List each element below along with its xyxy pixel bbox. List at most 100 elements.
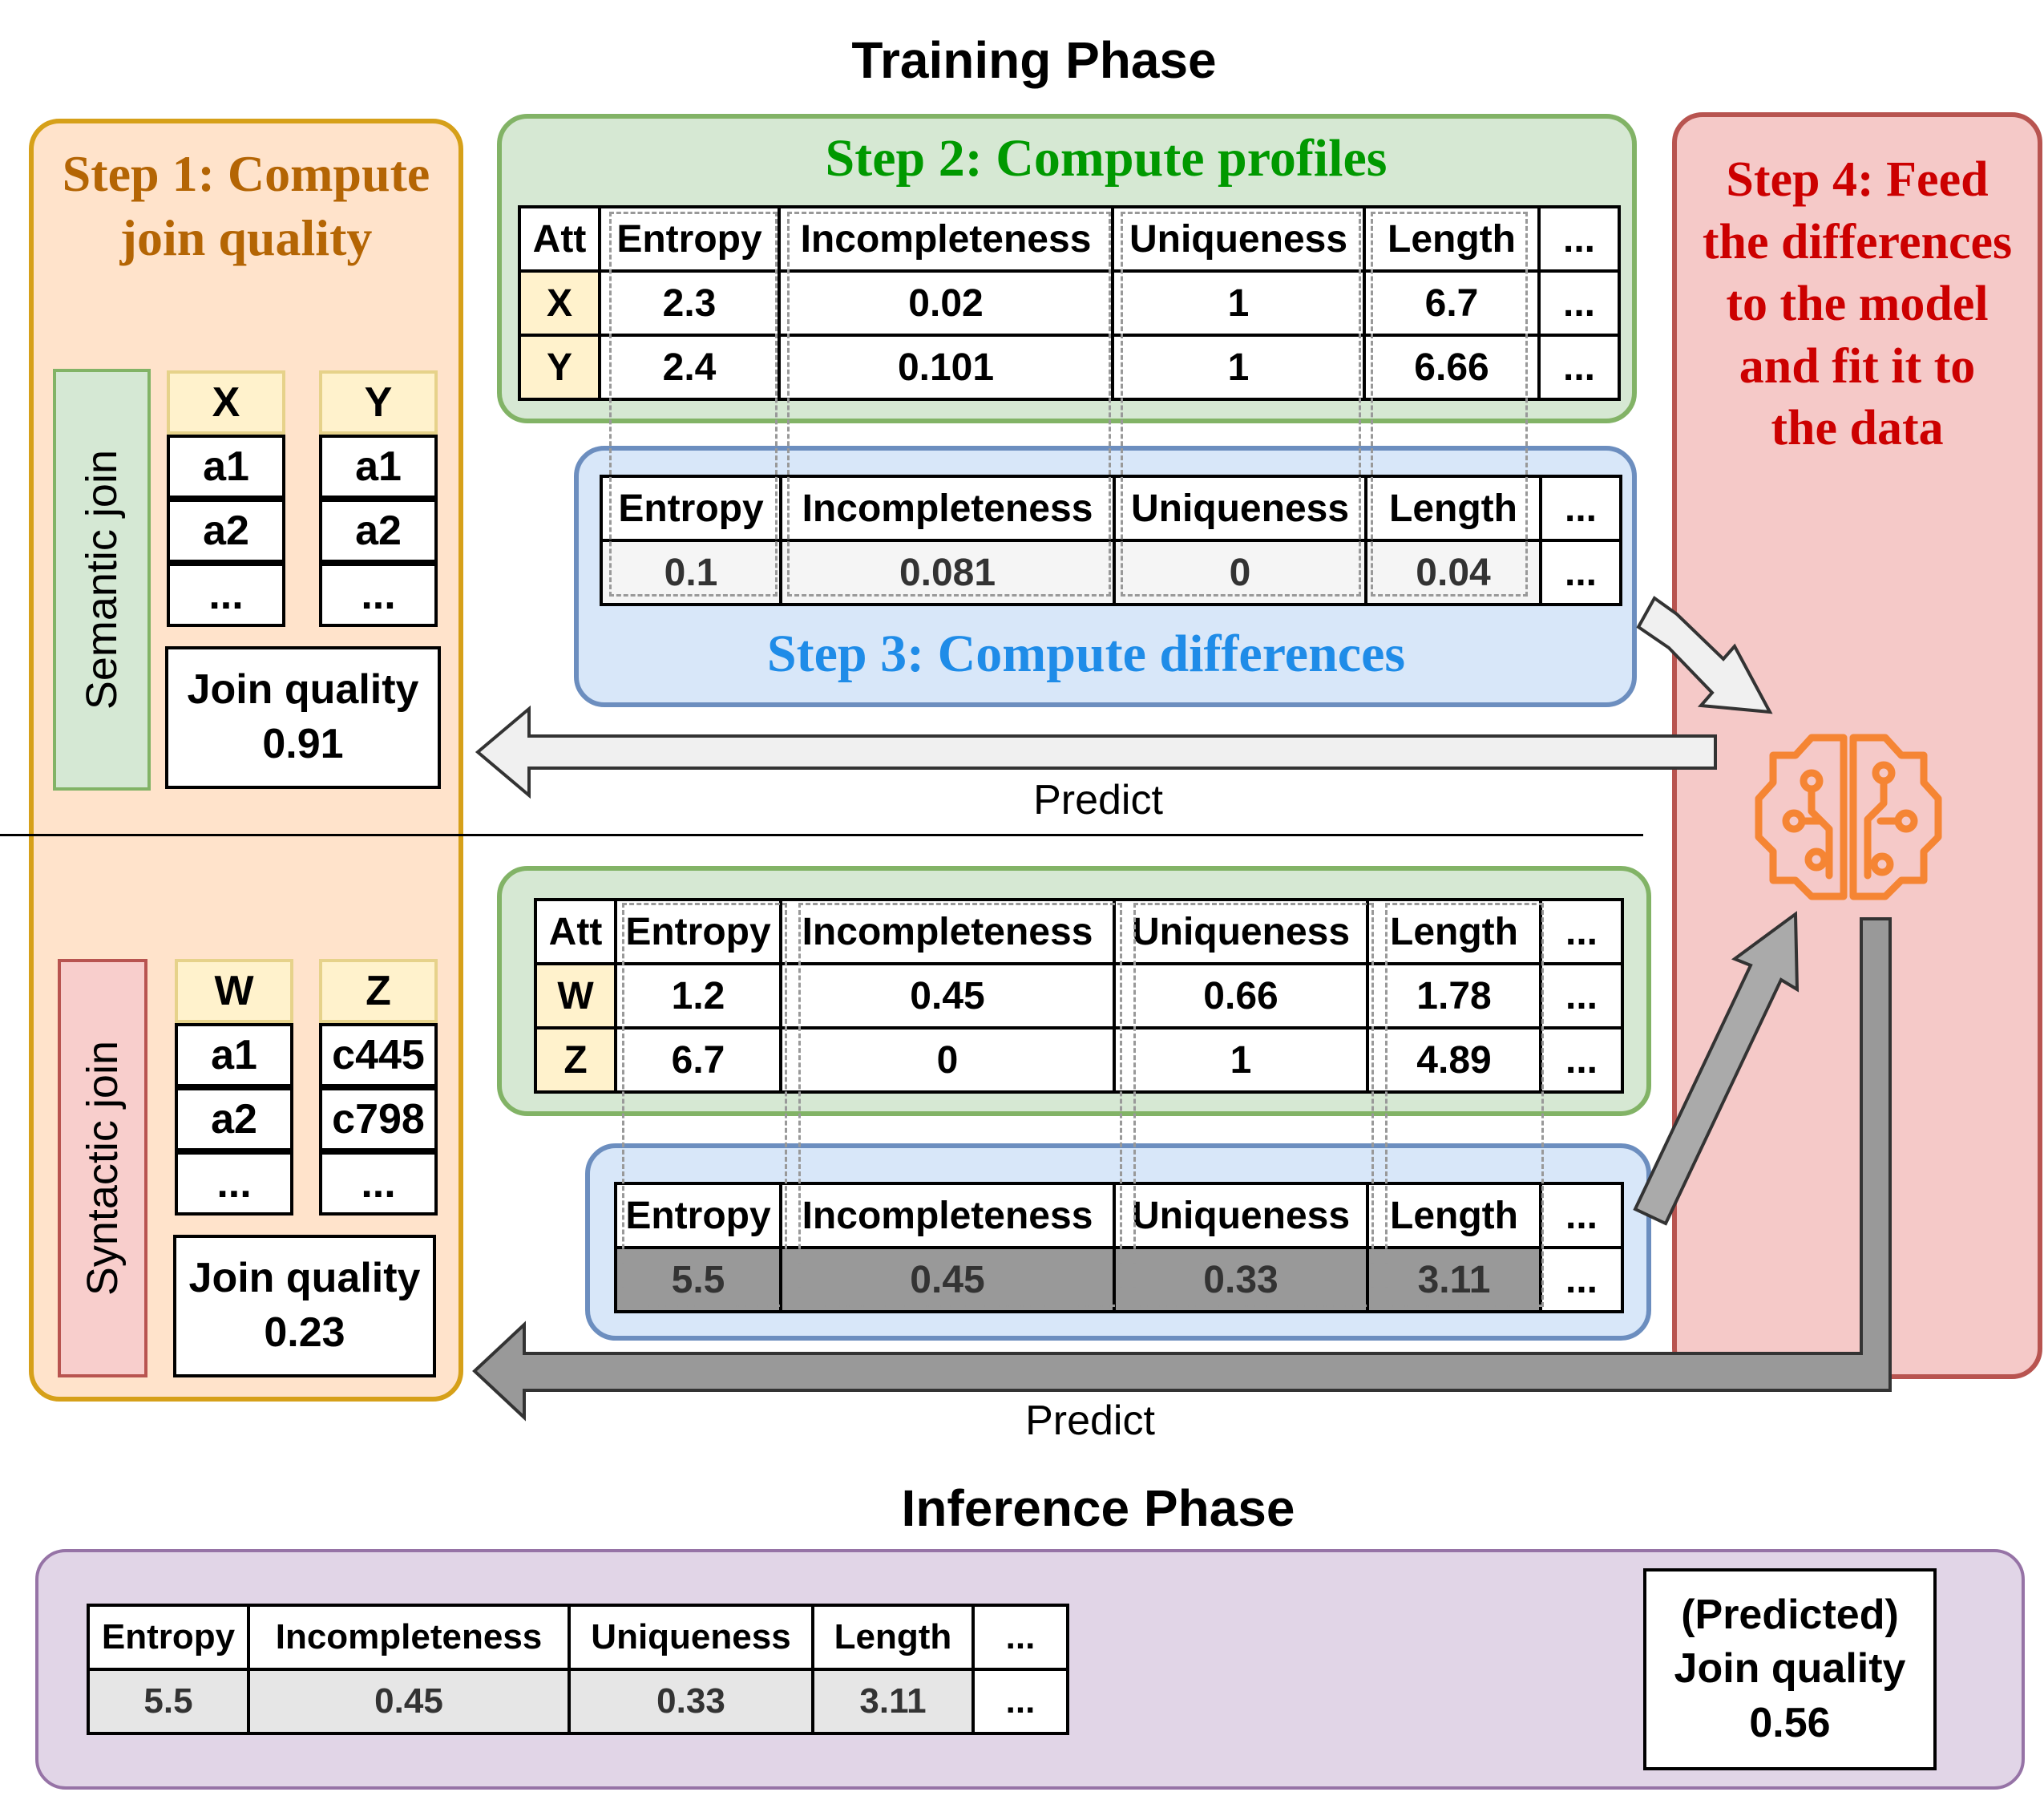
header-length: Length	[811, 1604, 975, 1671]
diff-value-cell: ...	[1539, 1246, 1624, 1313]
att-cell: Z	[534, 1026, 617, 1094]
col-w-row: a2	[175, 1087, 293, 1151]
syntactic-join-label: Syntactic join	[58, 959, 147, 1377]
att-cell: Y	[518, 334, 601, 401]
value-cell: 6.7	[1363, 269, 1541, 337]
semantic-join-label: Semantic join	[53, 369, 151, 791]
join-quality-label: Join quality	[187, 666, 419, 714]
header-more: ...	[1539, 475, 1622, 542]
inference-value-cell: 3.11	[811, 1668, 975, 1735]
header-uniqueness: Uniqueness	[1113, 1182, 1369, 1249]
syntactic-join-text: Syntactic join	[79, 1040, 127, 1296]
value-cell: ...	[1537, 334, 1621, 401]
header-incompleteness: Incompleteness	[247, 1604, 571, 1671]
col-y-row: a1	[319, 435, 438, 499]
col-x-row: ...	[167, 563, 285, 627]
join-quality-label: Join quality	[188, 1255, 421, 1302]
col-w-row: a1	[175, 1023, 293, 1087]
step4-title-line: Step 4: Feed	[1726, 152, 1989, 208]
predicted-join-quality-label: Join quality	[1674, 1645, 1906, 1693]
profiles-table-top: Att Entropy Incompleteness Uniqueness Le…	[518, 205, 1621, 401]
value-cell: 6.66	[1363, 334, 1541, 401]
step1-title: Step 1: Compute join quality	[32, 138, 460, 274]
step1-title-line2: join quality	[119, 209, 373, 266]
value-cell: 4.89	[1366, 1026, 1542, 1094]
header-uniqueness: Uniqueness	[568, 1604, 814, 1671]
col-w-row: ...	[175, 1151, 293, 1216]
inference-value-cell: 5.5	[87, 1668, 250, 1735]
header-incompleteness: Incompleteness	[779, 475, 1116, 542]
col-z-row: c445	[319, 1023, 438, 1087]
col-x-row: a1	[167, 435, 285, 499]
profiles-table-bottom: Att Entropy Incompleteness Uniqueness Le…	[534, 898, 1624, 1094]
value-cell: ...	[1539, 1026, 1624, 1094]
semantic-join-text: Semantic join	[78, 449, 126, 710]
value-cell: 1.78	[1366, 962, 1542, 1029]
header-length: Length	[1366, 898, 1542, 965]
header-length: Length	[1366, 1182, 1542, 1249]
header-incompleteness: Incompleteness	[779, 898, 1116, 965]
predicted-join-quality-box: (Predicted) Join quality 0.56	[1643, 1568, 1937, 1770]
col-header-w: W	[175, 959, 293, 1023]
diff-value-cell: 0.081	[779, 539, 1116, 606]
value-cell: 0.66	[1113, 962, 1369, 1029]
header-entropy: Entropy	[598, 205, 781, 273]
value-cell: 0.101	[778, 334, 1114, 401]
diff-value-cell: 0.1	[600, 539, 782, 606]
header-att: Att	[518, 205, 601, 273]
value-cell: 6.7	[614, 1026, 782, 1094]
diff-value-cell: 0.33	[1113, 1246, 1369, 1313]
header-entropy: Entropy	[87, 1604, 250, 1671]
col-z-row: c798	[319, 1087, 438, 1151]
col-z-row: ...	[319, 1151, 438, 1216]
header-length: Length	[1364, 475, 1542, 542]
diff-value-cell: 0.45	[779, 1246, 1116, 1313]
value-cell: 1.2	[614, 962, 782, 1029]
header-entropy: Entropy	[614, 1182, 782, 1249]
header-incompleteness: Incompleteness	[778, 205, 1114, 273]
inference-value-cell: 0.33	[568, 1668, 814, 1735]
header-att: Att	[534, 898, 617, 965]
value-cell: 1	[1111, 334, 1366, 401]
col-header-y: Y	[319, 370, 438, 435]
inference-phase-title: Inference Phase	[901, 1479, 1295, 1537]
value-cell: 1	[1113, 1026, 1369, 1094]
header-more: ...	[1539, 1182, 1624, 1249]
join-quality-box-semantic: Join quality 0.91	[165, 646, 441, 789]
header-incompleteness: Incompleteness	[779, 1182, 1116, 1249]
join-quality-box-syntactic: Join quality 0.23	[173, 1235, 436, 1377]
step4-title-line: the differences	[1702, 214, 2013, 269]
predict-label-bottom: Predict	[1025, 1398, 1155, 1444]
value-cell: 0.02	[778, 269, 1114, 337]
header-uniqueness: Uniqueness	[1111, 205, 1366, 273]
step4-title: Step 4: Feed the differences to the mode…	[1675, 144, 2039, 465]
col-y-row: ...	[319, 563, 438, 627]
differences-table-bottom: Entropy Incompleteness Uniqueness Length…	[614, 1182, 1624, 1313]
value-cell: 2.3	[598, 269, 781, 337]
predicted-join-quality-value: 0.56	[1749, 1699, 1831, 1746]
step1-title-line1: Step 1: Compute	[62, 145, 430, 202]
differences-table-top: Entropy Incompleteness Uniqueness Length…	[600, 475, 1622, 606]
header-uniqueness: Uniqueness	[1113, 475, 1367, 542]
header-uniqueness: Uniqueness	[1113, 898, 1369, 965]
inference-table: Entropy Incompleteness Uniqueness Length…	[87, 1604, 1069, 1735]
predict-label-top: Predict	[1033, 777, 1163, 823]
step2-title: Step 2: Compute profiles	[825, 129, 1388, 188]
step4-title-line: to the model	[1726, 277, 1989, 332]
predicted-label: (Predicted)	[1681, 1591, 1899, 1638]
header-entropy: Entropy	[614, 898, 782, 965]
diff-value-cell: 0.04	[1364, 539, 1542, 606]
value-cell: ...	[1539, 962, 1624, 1029]
col-header-z: Z	[319, 959, 438, 1023]
training-phase-title: Training Phase	[851, 31, 1217, 89]
header-entropy: Entropy	[600, 475, 782, 542]
step3-title: Step 3: Compute differences	[766, 625, 1406, 683]
header-more: ...	[1539, 898, 1624, 965]
col-x-row: a2	[167, 499, 285, 563]
att-cell: X	[518, 269, 601, 337]
header-more: ...	[972, 1604, 1069, 1671]
att-cell: W	[534, 962, 617, 1029]
col-y-row: a2	[319, 499, 438, 563]
diff-value-cell: 0	[1113, 539, 1367, 606]
value-cell: 0	[779, 1026, 1116, 1094]
